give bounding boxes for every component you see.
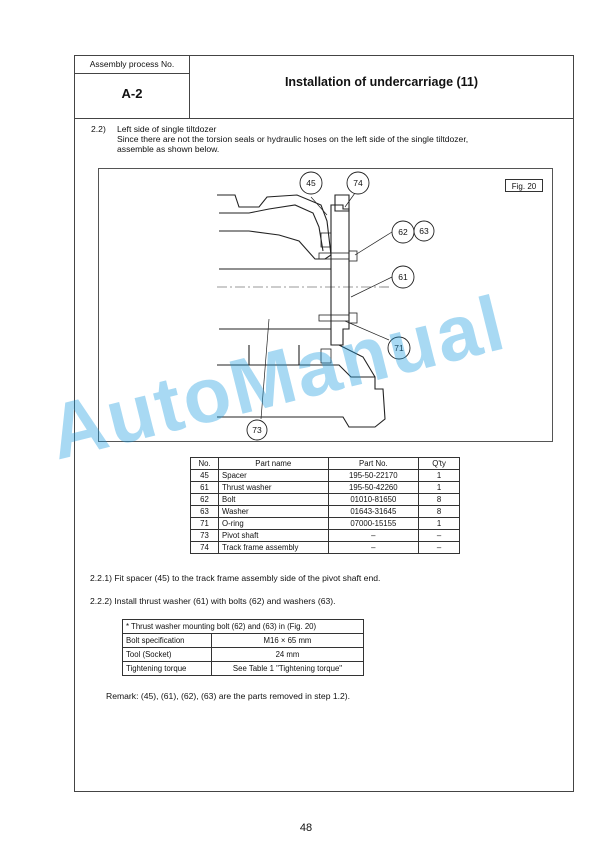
table-cell: Washer xyxy=(218,505,329,518)
table-cell: 195-50-42260 xyxy=(327,481,420,494)
page-title: Installation of undercarriage (11) xyxy=(284,75,479,89)
process-label: Assembly process No. xyxy=(75,56,189,74)
table-cell: 62 xyxy=(189,493,220,506)
lower-curve xyxy=(338,344,376,378)
section-body-line-1: Since there are not the torsion seals or… xyxy=(117,134,469,144)
table-cell: 195-50-22170 xyxy=(327,469,420,482)
table-cell: Thrust washer xyxy=(218,481,329,494)
header-box: Assembly process No. A-2 Installation of… xyxy=(75,56,573,119)
table-cell: Tightening torque xyxy=(122,661,212,676)
table-cell: Track frame assembly xyxy=(218,541,329,554)
table-cell: – xyxy=(418,541,460,554)
process-cell: Assembly process No. A-2 xyxy=(75,56,190,118)
bolts-group xyxy=(318,232,358,364)
table-cell: 71 xyxy=(189,517,220,530)
table-cell: 8 xyxy=(418,505,460,518)
callout-circles xyxy=(246,171,435,441)
figure-20: Fig. 20 xyxy=(98,168,553,442)
table-row: Tool (Socket)24 mm xyxy=(122,647,364,662)
track-frame-inner xyxy=(219,204,324,252)
table-cell: 07000-15155 xyxy=(327,517,420,530)
table-cell: 24 mm xyxy=(211,647,364,662)
callout-74: 74 xyxy=(353,178,363,188)
table-cell: – xyxy=(418,529,460,542)
table-cell: Bolt specification xyxy=(122,633,212,648)
table-cell: 8 xyxy=(418,493,460,506)
col-part-name: Part name xyxy=(218,457,329,470)
lower-web xyxy=(248,345,300,365)
table-cell: – xyxy=(327,541,420,554)
table-cell: Pivot shaft xyxy=(218,529,329,542)
section-number: 2.2) xyxy=(91,124,106,134)
remark: Remark: (45), (61), (62), (63) are the p… xyxy=(106,691,351,701)
table-cell: 1 xyxy=(418,469,460,482)
parts-table-header: No. Part name Part No. Q'ty xyxy=(189,457,460,470)
table-cell: 63 xyxy=(189,505,220,518)
table-cell: 1 xyxy=(418,517,460,530)
section-body-line-2: assemble as shown below. xyxy=(117,144,220,154)
callout-62: 62 xyxy=(398,227,408,237)
pivot-shaft-outline xyxy=(219,268,331,330)
page-frame: Assembly process No. A-2 Installation of… xyxy=(74,55,574,792)
callout-61: 61 xyxy=(398,272,408,282)
table-cell: 01643-31645 xyxy=(327,505,420,518)
table-cell: 61 xyxy=(189,481,220,494)
page-number: 48 xyxy=(299,822,313,834)
table-cell: Bolt xyxy=(218,493,329,506)
callout-73: 73 xyxy=(252,425,262,435)
step-2-2-1: 2.2.1) Fit spacer (45) to the track fram… xyxy=(90,573,381,583)
table-cell: 73 xyxy=(189,529,220,542)
spec-table: * Thrust washer mounting bolt (62) and (… xyxy=(122,619,364,676)
table-cell: Spacer xyxy=(218,469,329,482)
table-cell: See Table 1 "Tightening torque" xyxy=(211,661,364,676)
col-part-no: Part No. xyxy=(327,457,420,470)
flange-cap xyxy=(334,194,350,212)
assembly-drawing: 45 74 62 63 61 71 73 xyxy=(217,171,435,441)
callout-71: 71 xyxy=(394,343,404,353)
table-cell: 01010-81650 xyxy=(327,493,420,506)
table-cell: – xyxy=(327,529,420,542)
flange xyxy=(330,204,350,346)
spec-caption-row: * Thrust washer mounting bolt (62) and (… xyxy=(122,619,364,634)
table-cell: Tool (Socket) xyxy=(122,647,212,662)
callout-63: 63 xyxy=(419,226,429,236)
col-no: No. xyxy=(189,457,220,470)
process-code: A-2 xyxy=(121,86,143,101)
lower-body xyxy=(217,364,386,428)
table-cell: 1 xyxy=(418,481,460,494)
table-cell: 45 xyxy=(189,469,220,482)
callout-45: 45 xyxy=(306,178,316,188)
section-heading: Left side of single tiltdozer xyxy=(117,124,217,134)
figure-label: Fig. 20 xyxy=(505,179,543,192)
table-cell: 74 xyxy=(189,541,220,554)
step-2-2-2: 2.2.2) Install thrust washer (61) with b… xyxy=(90,596,336,606)
col-qty: Q'ty xyxy=(418,457,460,470)
table-cell: O-ring xyxy=(218,517,329,530)
table-cell: M16 × 65 mm xyxy=(211,633,364,648)
leader-lines xyxy=(260,192,393,420)
spec-caption: * Thrust washer mounting bolt (62) and (… xyxy=(122,619,364,634)
track-frame-upper xyxy=(217,194,332,260)
